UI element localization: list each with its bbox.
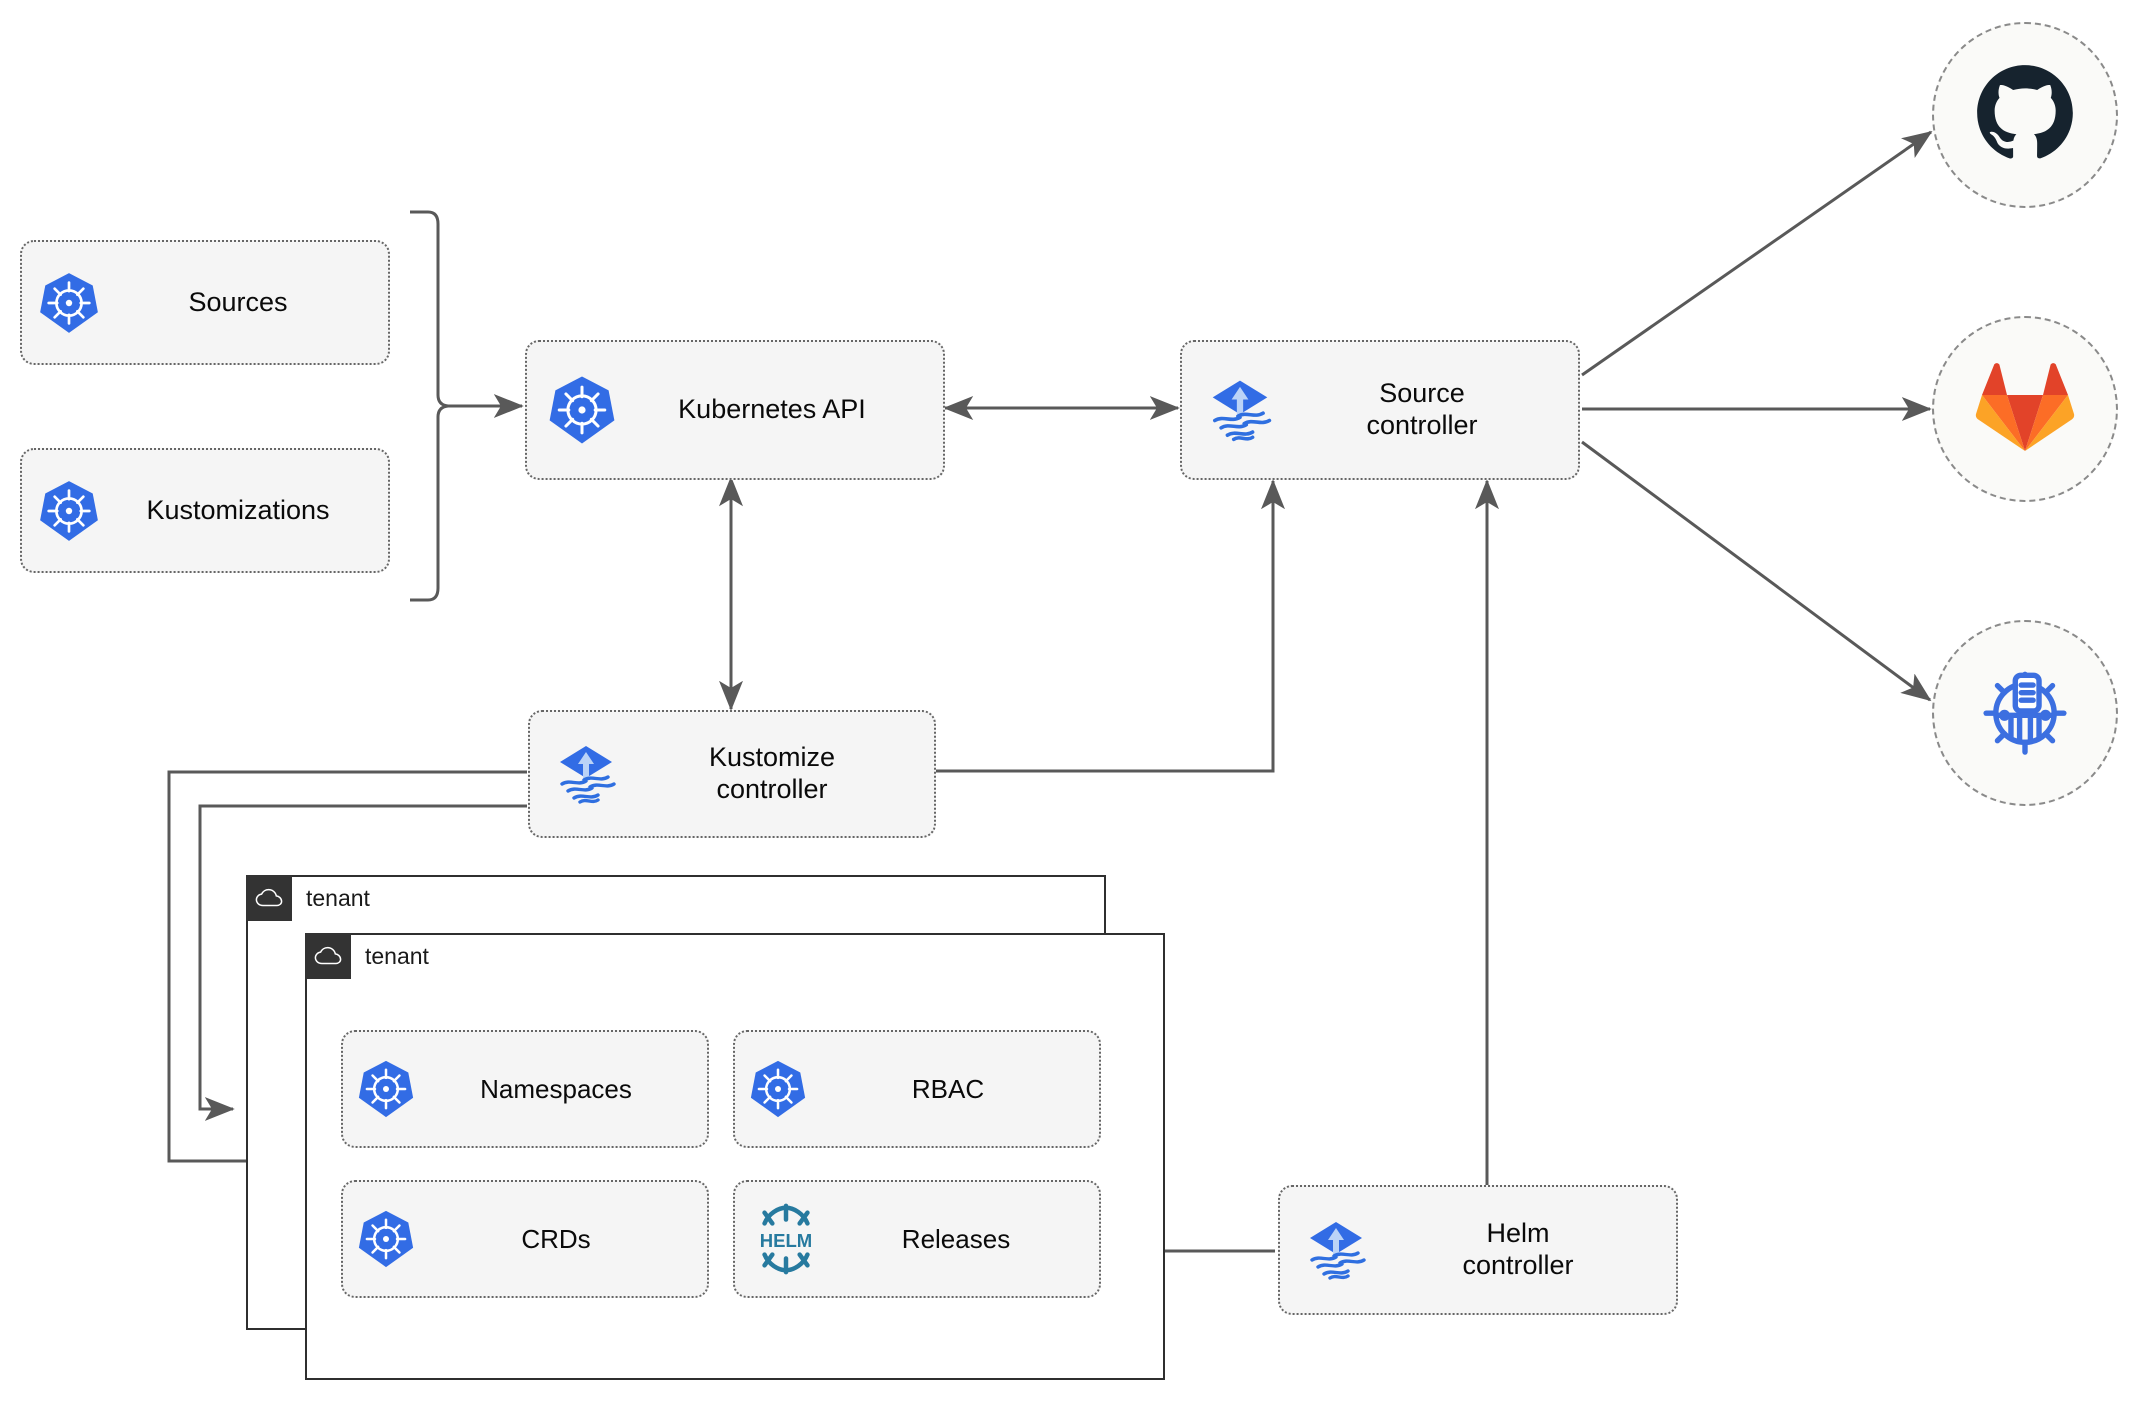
node-helm-controller[interactable]: Helm controller (1278, 1185, 1678, 1315)
node-sources[interactable]: Sources (20, 240, 390, 365)
node-kustomizations-label: Kustomizations (146, 494, 330, 525)
node-helm-controller-label: Helm controller (1462, 1218, 1574, 1280)
node-namespaces-label: Namespaces (480, 1073, 632, 1104)
node-kustomize-controller-label: Kustomize controller (708, 742, 836, 804)
edge-kustomizectrl-sourcectrl (935, 479, 1285, 773)
kubernetes-icon (355, 1208, 417, 1270)
bucket-helm-icon (1971, 657, 2079, 770)
edge-sourcectrl-bucket (1581, 440, 1932, 702)
edge-sourcectrl-github (1581, 130, 1933, 377)
kubernetes-icon (747, 1058, 809, 1120)
helm-icon: HELM (747, 1200, 825, 1278)
github-icon (1973, 61, 2077, 170)
endpoint-github[interactable] (1932, 22, 2118, 208)
node-releases-label: Releases (901, 1223, 1011, 1254)
edge-group-bracket (410, 210, 449, 602)
tenant-inner-header: tenant (305, 933, 429, 979)
node-namespaces[interactable]: Namespaces (341, 1030, 709, 1148)
kubernetes-icon (355, 1058, 417, 1120)
tenant-outer-header: tenant (246, 875, 370, 921)
svg-text:HELM: HELM (760, 1230, 812, 1251)
node-kubernetes-api-label: Kubernetes API (678, 394, 866, 425)
cloud-icon (246, 875, 292, 921)
endpoint-gitlab[interactable] (1932, 316, 2118, 502)
cloud-icon (305, 933, 351, 979)
tenant-inner-label: tenant (365, 942, 429, 969)
node-releases[interactable]: HELM Releases (733, 1180, 1101, 1298)
node-sources-label: Sources (188, 286, 288, 317)
gitlab-icon (1973, 357, 2077, 462)
tenant-inner[interactable]: tenant (305, 933, 1165, 1380)
flux-icon (546, 734, 626, 814)
endpoint-bucket[interactable] (1932, 620, 2118, 806)
kubernetes-icon (36, 478, 102, 544)
tenant-outer-label: tenant (306, 884, 370, 911)
kubernetes-icon (36, 270, 102, 336)
node-source-controller[interactable]: Source controller (1180, 340, 1580, 480)
node-crds[interactable]: CRDs (341, 1180, 709, 1298)
kubernetes-icon (545, 373, 619, 447)
node-crds-label: CRDs (521, 1223, 591, 1254)
node-rbac-label: RBAC (911, 1073, 985, 1104)
flux-icon (1296, 1210, 1376, 1290)
node-kubernetes-api[interactable]: Kubernetes API (525, 340, 945, 480)
node-kustomize-controller[interactable]: Kustomize controller (528, 710, 936, 838)
node-kustomizations[interactable]: Kustomizations (20, 448, 390, 573)
flux-icon (1198, 368, 1282, 452)
node-rbac[interactable]: RBAC (733, 1030, 1101, 1148)
node-source-controller-label: Source controller (1366, 378, 1478, 440)
